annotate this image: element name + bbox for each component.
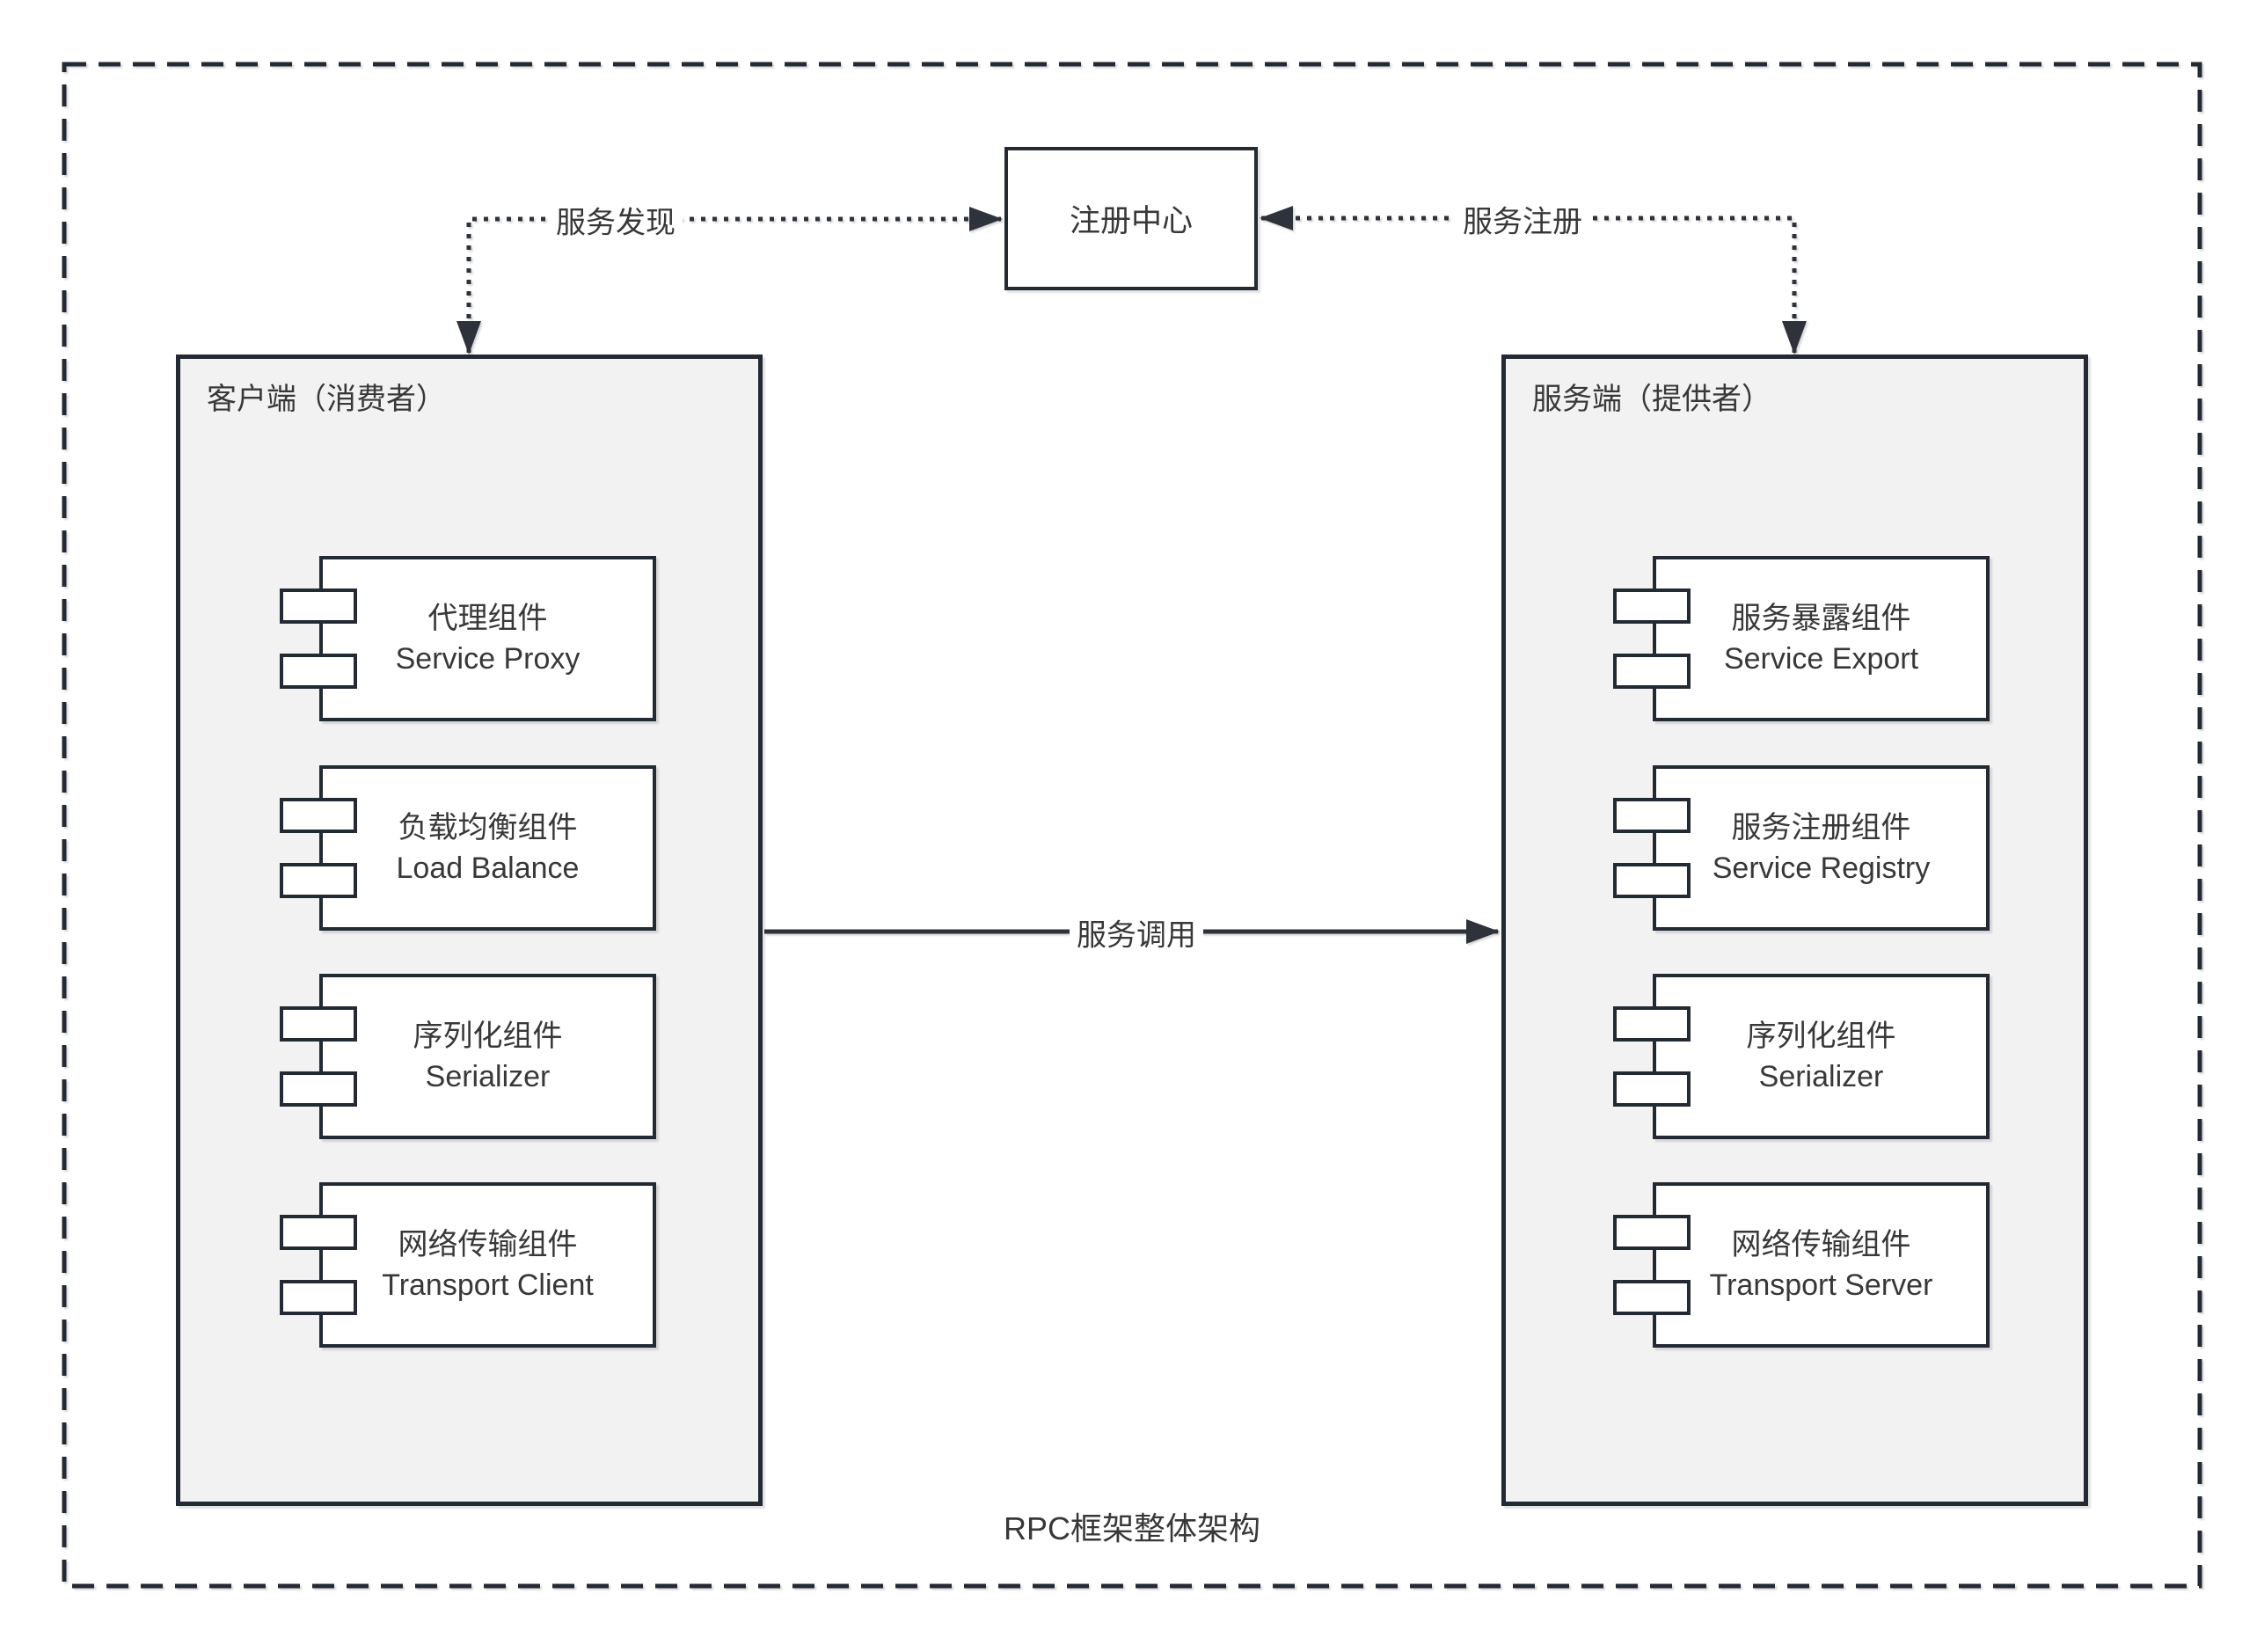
component-label-zh: 序列化组件 (1746, 1020, 1896, 1053)
uml-component-tab-icon (1613, 1006, 1691, 1042)
component-label-en: Serializer (1758, 1060, 1884, 1093)
uml-component-tab-icon (280, 1071, 357, 1107)
client-container-label: 客户端（消费者） (207, 383, 446, 416)
component-label-zh: 代理组件 (427, 602, 548, 635)
component-label-en: Service Proxy (395, 642, 581, 676)
component-label-zh: 负载均衡组件 (398, 811, 578, 844)
uml-component-tab-icon (280, 798, 357, 833)
uml-component-tab-icon (1613, 1071, 1691, 1107)
service-register-label: 服务注册 (1456, 197, 1589, 241)
uml-component-tab-icon (280, 1280, 357, 1315)
server-container-label: 服务端（提供者） (1532, 383, 1771, 416)
component-label-zh: 服务注册组件 (1731, 811, 1911, 844)
component-label-zh: 序列化组件 (413, 1020, 563, 1053)
uml-component-tab-icon (1613, 798, 1691, 833)
uml-component-tab-icon (1613, 588, 1691, 624)
component-label-en: Service Registry (1712, 852, 1931, 885)
component-label-zh: 服务暴露组件 (1731, 602, 1911, 635)
server-container: 服务端（提供者） 服务暴露组件 Service Export 服务注册组件 Se… (1501, 355, 2088, 1506)
component-client-serializer: 序列化组件 Serializer (280, 974, 656, 1139)
component-transport-server: 网络传输组件 Transport Server (1613, 1182, 1990, 1348)
component-label-zh: 网络传输组件 (398, 1228, 578, 1261)
component-transport-client: 网络传输组件 Transport Client (280, 1182, 656, 1348)
outer-dashed-border (62, 62, 2202, 1589)
component-service-export: 服务暴露组件 Service Export (1613, 556, 1990, 721)
component-label-en: Transport Client (382, 1268, 594, 1302)
diagram-title: RPC框架整体架构 (1003, 1510, 1261, 1546)
component-label-zh: 网络传输组件 (1731, 1228, 1911, 1261)
uml-component-tab-icon (280, 1006, 357, 1042)
component-label-en: Service Export (1723, 642, 1919, 676)
uml-component-tab-icon (280, 1215, 357, 1250)
component-service-proxy: 代理组件 Service Proxy (280, 556, 656, 721)
service-invoke-label: 服务调用 (1070, 910, 1203, 954)
uml-component-tab-icon (1613, 1280, 1691, 1315)
component-server-serializer: 序列化组件 Serializer (1613, 974, 1990, 1139)
registry-center-box: 注册中心 (1004, 147, 1258, 290)
uml-component-tab-icon (1613, 654, 1691, 689)
component-label-en: Load Balance (396, 852, 580, 885)
service-discovery-label: 服务发现 (549, 198, 683, 242)
uml-component-tab-icon (280, 863, 357, 898)
registry-center-label: 注册中心 (1069, 204, 1193, 238)
uml-component-tab-icon (280, 654, 357, 689)
uml-component-tab-icon (1613, 863, 1691, 898)
uml-component-tab-icon (1613, 1215, 1691, 1250)
uml-component-tab-icon (280, 588, 357, 624)
component-label-en: Transport Server (1709, 1268, 1933, 1302)
client-container: 客户端（消费者） 代理组件 Service Proxy 负载均衡组件 Load … (176, 355, 763, 1506)
component-label-en: Serializer (425, 1060, 551, 1093)
component-service-registry: 服务注册组件 Service Registry (1613, 765, 1990, 931)
component-load-balance: 负载均衡组件 Load Balance (280, 765, 656, 931)
